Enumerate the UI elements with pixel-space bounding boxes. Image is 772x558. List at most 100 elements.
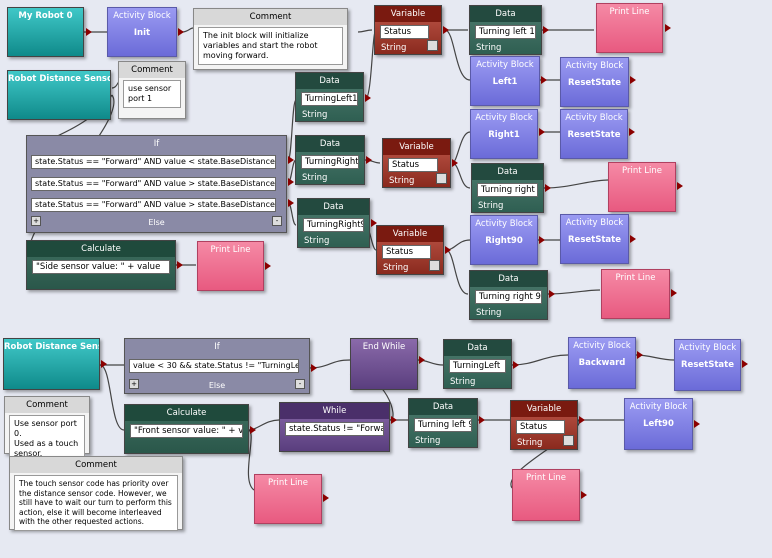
comment-sensor-port-1[interactable]: Comment use sensor port 1	[118, 61, 186, 119]
activity-block-init[interactable]: Activity Block Init	[107, 7, 177, 57]
variable-block-status-3[interactable]: Variable Status String	[376, 225, 444, 275]
data-turning-left-1-output-pin[interactable]	[543, 26, 549, 34]
activity-resetstate-4-output-pin[interactable]	[742, 360, 748, 368]
data-turning-right-90-output-pin[interactable]	[549, 290, 555, 298]
calculate-block-front[interactable]: Calculate "Front sensor value: " + value	[124, 404, 249, 454]
activity-block-resetstate-4[interactable]: Activity Block ResetState	[674, 339, 741, 391]
calculate-expression-field[interactable]: "Front sensor value: " + value	[130, 424, 243, 438]
data-turningleft1-output-pin[interactable]	[365, 94, 371, 102]
variable-name-field[interactable]: Status	[380, 25, 429, 39]
comment-init[interactable]: Comment The init block will initialize v…	[193, 8, 348, 70]
data-block-turningright1[interactable]: Data TurningRight1 String	[295, 135, 365, 185]
variable-block-status-2[interactable]: Variable Status String	[382, 138, 451, 188]
activity-backward-output-pin[interactable]	[637, 351, 643, 359]
activity-block-right90[interactable]: Activity Block Right90	[470, 215, 538, 265]
print-line-block-5[interactable]: Print Line	[254, 474, 322, 524]
data-block-turningleft[interactable]: Data TurningLeft String	[443, 339, 512, 389]
variable-expand-knob[interactable]	[429, 260, 440, 271]
variable-block-status-1[interactable]: Variable Status String	[374, 5, 442, 55]
variable-4-output-pin[interactable]	[579, 416, 585, 424]
activity-block-backward[interactable]: Activity Block Backward	[568, 337, 636, 389]
while-block[interactable]: While state.Status != "Forward"	[279, 402, 390, 452]
activity-block-resetstate-1[interactable]: Activity Block ResetState	[560, 57, 629, 107]
print-line-2-output-pin[interactable]	[677, 182, 683, 190]
end-while-output-pin[interactable]	[419, 356, 425, 364]
if-remove-condition-button[interactable]: -	[272, 216, 282, 226]
print-line-block-4[interactable]: Print Line	[601, 269, 670, 319]
data-block-turning-right-1[interactable]: Data Turning right 1 String	[471, 163, 544, 213]
while-condition-field[interactable]: state.Status != "Forward"	[285, 422, 384, 436]
if-condition-1[interactable]: state.Status == "Forward" AND value < st…	[31, 155, 276, 169]
data-value-field[interactable]: TurningLeft	[449, 359, 506, 373]
data-block-turningright90[interactable]: Data TurningRight90 String	[297, 198, 370, 248]
calculate-expression-field[interactable]: "Side sensor value: " + value	[32, 260, 170, 274]
print-line-block-1[interactable]: Print Line	[596, 3, 663, 53]
activity-init-output-pin[interactable]	[178, 28, 184, 36]
activity-block-right1[interactable]: Activity Block Right1	[470, 109, 538, 159]
activity-right90-output-pin[interactable]	[539, 236, 545, 244]
if-1-output-pin-3[interactable]	[288, 199, 294, 207]
if-1-output-pin-2[interactable]	[288, 178, 294, 186]
print-line-5-output-pin[interactable]	[323, 494, 329, 502]
data-value-field[interactable]: Turning right 1	[477, 183, 538, 197]
data-value-field[interactable]: Turning right 90.	[475, 290, 542, 304]
while-output-pin[interactable]	[391, 416, 397, 424]
calculate-side-output-pin[interactable]	[177, 261, 183, 269]
activity-resetstate-1-output-pin[interactable]	[630, 76, 636, 84]
activity-right1-output-pin[interactable]	[539, 128, 545, 136]
print-line-3-output-pin[interactable]	[265, 262, 271, 270]
activity-left1-output-pin[interactable]	[541, 76, 547, 84]
variable-3-output-pin[interactable]	[445, 246, 451, 254]
variable-block-status-4[interactable]: Variable Status String	[510, 400, 578, 450]
if-2-output-pin[interactable]	[311, 364, 317, 372]
activity-block-left1[interactable]: Activity Block Left1	[470, 56, 540, 106]
variable-expand-knob[interactable]	[427, 40, 438, 51]
variable-2-output-pin[interactable]	[452, 159, 458, 167]
if-condition-2[interactable]: state.Status == "Forward" AND value > st…	[31, 177, 276, 191]
data-block-turning-right-90[interactable]: Data Turning right 90. String	[469, 270, 548, 320]
calculate-front-output-pin[interactable]	[250, 426, 256, 434]
end-while-block[interactable]: End While	[350, 338, 418, 390]
variable-expand-knob[interactable]	[563, 435, 574, 446]
data-turningright90-output-pin[interactable]	[371, 219, 377, 227]
comment-sensor-port-0[interactable]: Comment Use sensor port 0. Used as a tou…	[4, 396, 90, 463]
print-line-block-6[interactable]: Print Line	[512, 469, 580, 521]
activity-block-resetstate-2[interactable]: Activity Block ResetState	[560, 109, 628, 159]
data-value-field[interactable]: Turning left 1	[475, 25, 536, 39]
data-value-field[interactable]: TurningLeft1	[301, 92, 358, 106]
variable-1-output-pin[interactable]	[443, 26, 449, 34]
data-turning-left-90-output-pin[interactable]	[479, 416, 485, 424]
if-condition-3[interactable]: state.Status == "Forward" AND value > st…	[31, 198, 276, 212]
if-remove-condition-button[interactable]: -	[295, 379, 305, 389]
data-turningleft-output-pin[interactable]	[513, 361, 519, 369]
if-block-1[interactable]: If state.Status == "Forward" AND value <…	[26, 135, 287, 233]
robot-distance-sensor-block-2[interactable]: Robot Distance Sensor	[3, 338, 100, 390]
print-line-block-2[interactable]: Print Line	[608, 162, 676, 212]
print-line-4-output-pin[interactable]	[671, 289, 677, 297]
activity-resetstate-3-output-pin[interactable]	[630, 235, 636, 243]
calculate-block-side[interactable]: Calculate "Side sensor value: " + value	[26, 240, 176, 290]
variable-expand-knob[interactable]	[436, 173, 447, 184]
print-line-6-output-pin[interactable]	[581, 491, 587, 499]
if-add-condition-button[interactable]: +	[129, 379, 139, 389]
data-block-turning-left-90[interactable]: Data Turning left 90 String	[408, 398, 478, 448]
data-block-turningleft1[interactable]: Data TurningLeft1 String	[295, 72, 364, 122]
print-line-block-3[interactable]: Print Line	[197, 241, 264, 291]
variable-name-field[interactable]: Status	[388, 158, 438, 172]
data-value-field[interactable]: TurningRight1	[301, 155, 359, 169]
activity-resetstate-2-output-pin[interactable]	[629, 128, 635, 136]
data-value-field[interactable]: TurningRight90	[303, 218, 364, 232]
my-robot-block[interactable]: My Robot 0	[7, 7, 84, 57]
if-1-output-pin-1[interactable]	[288, 156, 294, 164]
my-robot-output-pin[interactable]	[86, 28, 92, 36]
data-turningright1-output-pin[interactable]	[366, 156, 372, 164]
if-condition-1[interactable]: value < 30 && state.Status != "TurningLe…	[129, 359, 299, 373]
if-block-2[interactable]: If value < 30 && state.Status != "Turnin…	[124, 338, 310, 394]
print-line-1-output-pin[interactable]	[665, 24, 671, 32]
variable-name-field[interactable]: Status	[382, 245, 431, 259]
activity-block-resetstate-3[interactable]: Activity Block ResetState	[560, 214, 629, 264]
sensor-2-output-pin[interactable]	[101, 360, 107, 368]
data-turning-right-1-output-pin[interactable]	[545, 184, 551, 192]
data-block-turning-left-1[interactable]: Data Turning left 1 String	[469, 5, 542, 55]
data-value-field[interactable]: Turning left 90	[414, 418, 472, 432]
